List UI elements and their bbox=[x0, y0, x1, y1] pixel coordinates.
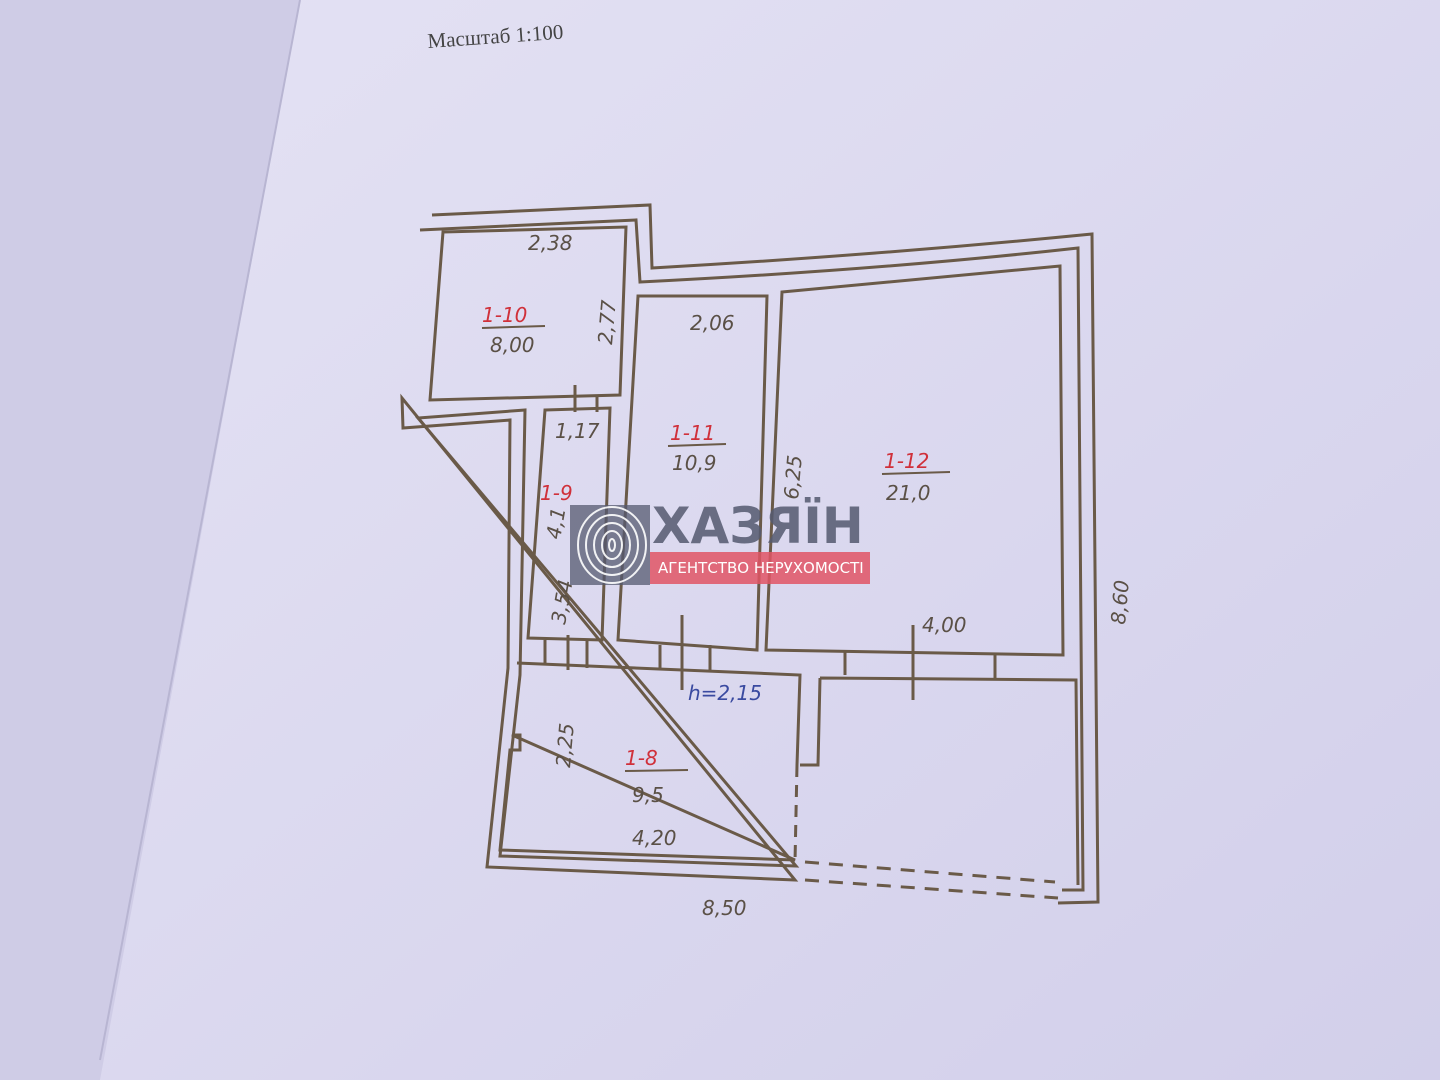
watermark-brand: ХАЗЯЇН bbox=[652, 497, 864, 555]
fingerprint-icon bbox=[577, 506, 647, 584]
room-1-11: 2,06 1-11 10,9 bbox=[667, 311, 735, 475]
room-1-10-width: 2,38 bbox=[528, 231, 573, 255]
room-1-11-width: 2,06 bbox=[690, 311, 735, 335]
watermark-logo: ХАЗЯЇН АГЕНТСТВО НЕРУХОМОСТІ bbox=[570, 497, 870, 585]
plan-walls bbox=[400, 203, 1100, 905]
room-1-10-id: 1-10 bbox=[482, 303, 527, 327]
room-1-8-area: 9,5 bbox=[632, 783, 664, 807]
overall-width-label: 8,50 bbox=[702, 896, 747, 920]
room-1-9-id: 1-9 bbox=[540, 481, 573, 505]
room-1-12: 1-12 21,0 6,25 4,00 bbox=[779, 449, 966, 637]
ceiling-height-label: h=2,15 bbox=[688, 681, 762, 705]
room-1-12-depth: 6,25 bbox=[779, 454, 807, 500]
room-1-8-width: 4,20 bbox=[632, 826, 677, 850]
room-1-10-depth: 2,77 bbox=[593, 299, 621, 346]
room-1-8: 1-8 9,5 2,25 4,20 bbox=[551, 722, 689, 850]
page-edge bbox=[99, 0, 301, 1061]
overall-depth-label: 8,60 bbox=[1106, 579, 1134, 625]
room-1-12-id: 1-12 bbox=[884, 449, 929, 473]
watermark-tagline: АГЕНТСТВО НЕРУХОМОСТІ bbox=[658, 559, 864, 577]
room-1-11-area: 10,9 bbox=[672, 451, 717, 475]
room-1-11-id: 1-11 bbox=[670, 421, 715, 445]
room-1-10-area: 8,00 bbox=[490, 333, 535, 357]
room-1-9-width: 1,17 bbox=[555, 419, 600, 443]
room-1-8-depth: 2,25 bbox=[551, 722, 579, 768]
room-1-12-area: 21,0 bbox=[886, 481, 931, 505]
room-1-8-id: 1-8 bbox=[625, 746, 658, 770]
room-1-10: 2,38 2,77 1-10 8,00 bbox=[481, 231, 621, 357]
room-1-9-area: 4,1 bbox=[541, 505, 570, 540]
room-1-12-width: 4,00 bbox=[922, 613, 967, 637]
